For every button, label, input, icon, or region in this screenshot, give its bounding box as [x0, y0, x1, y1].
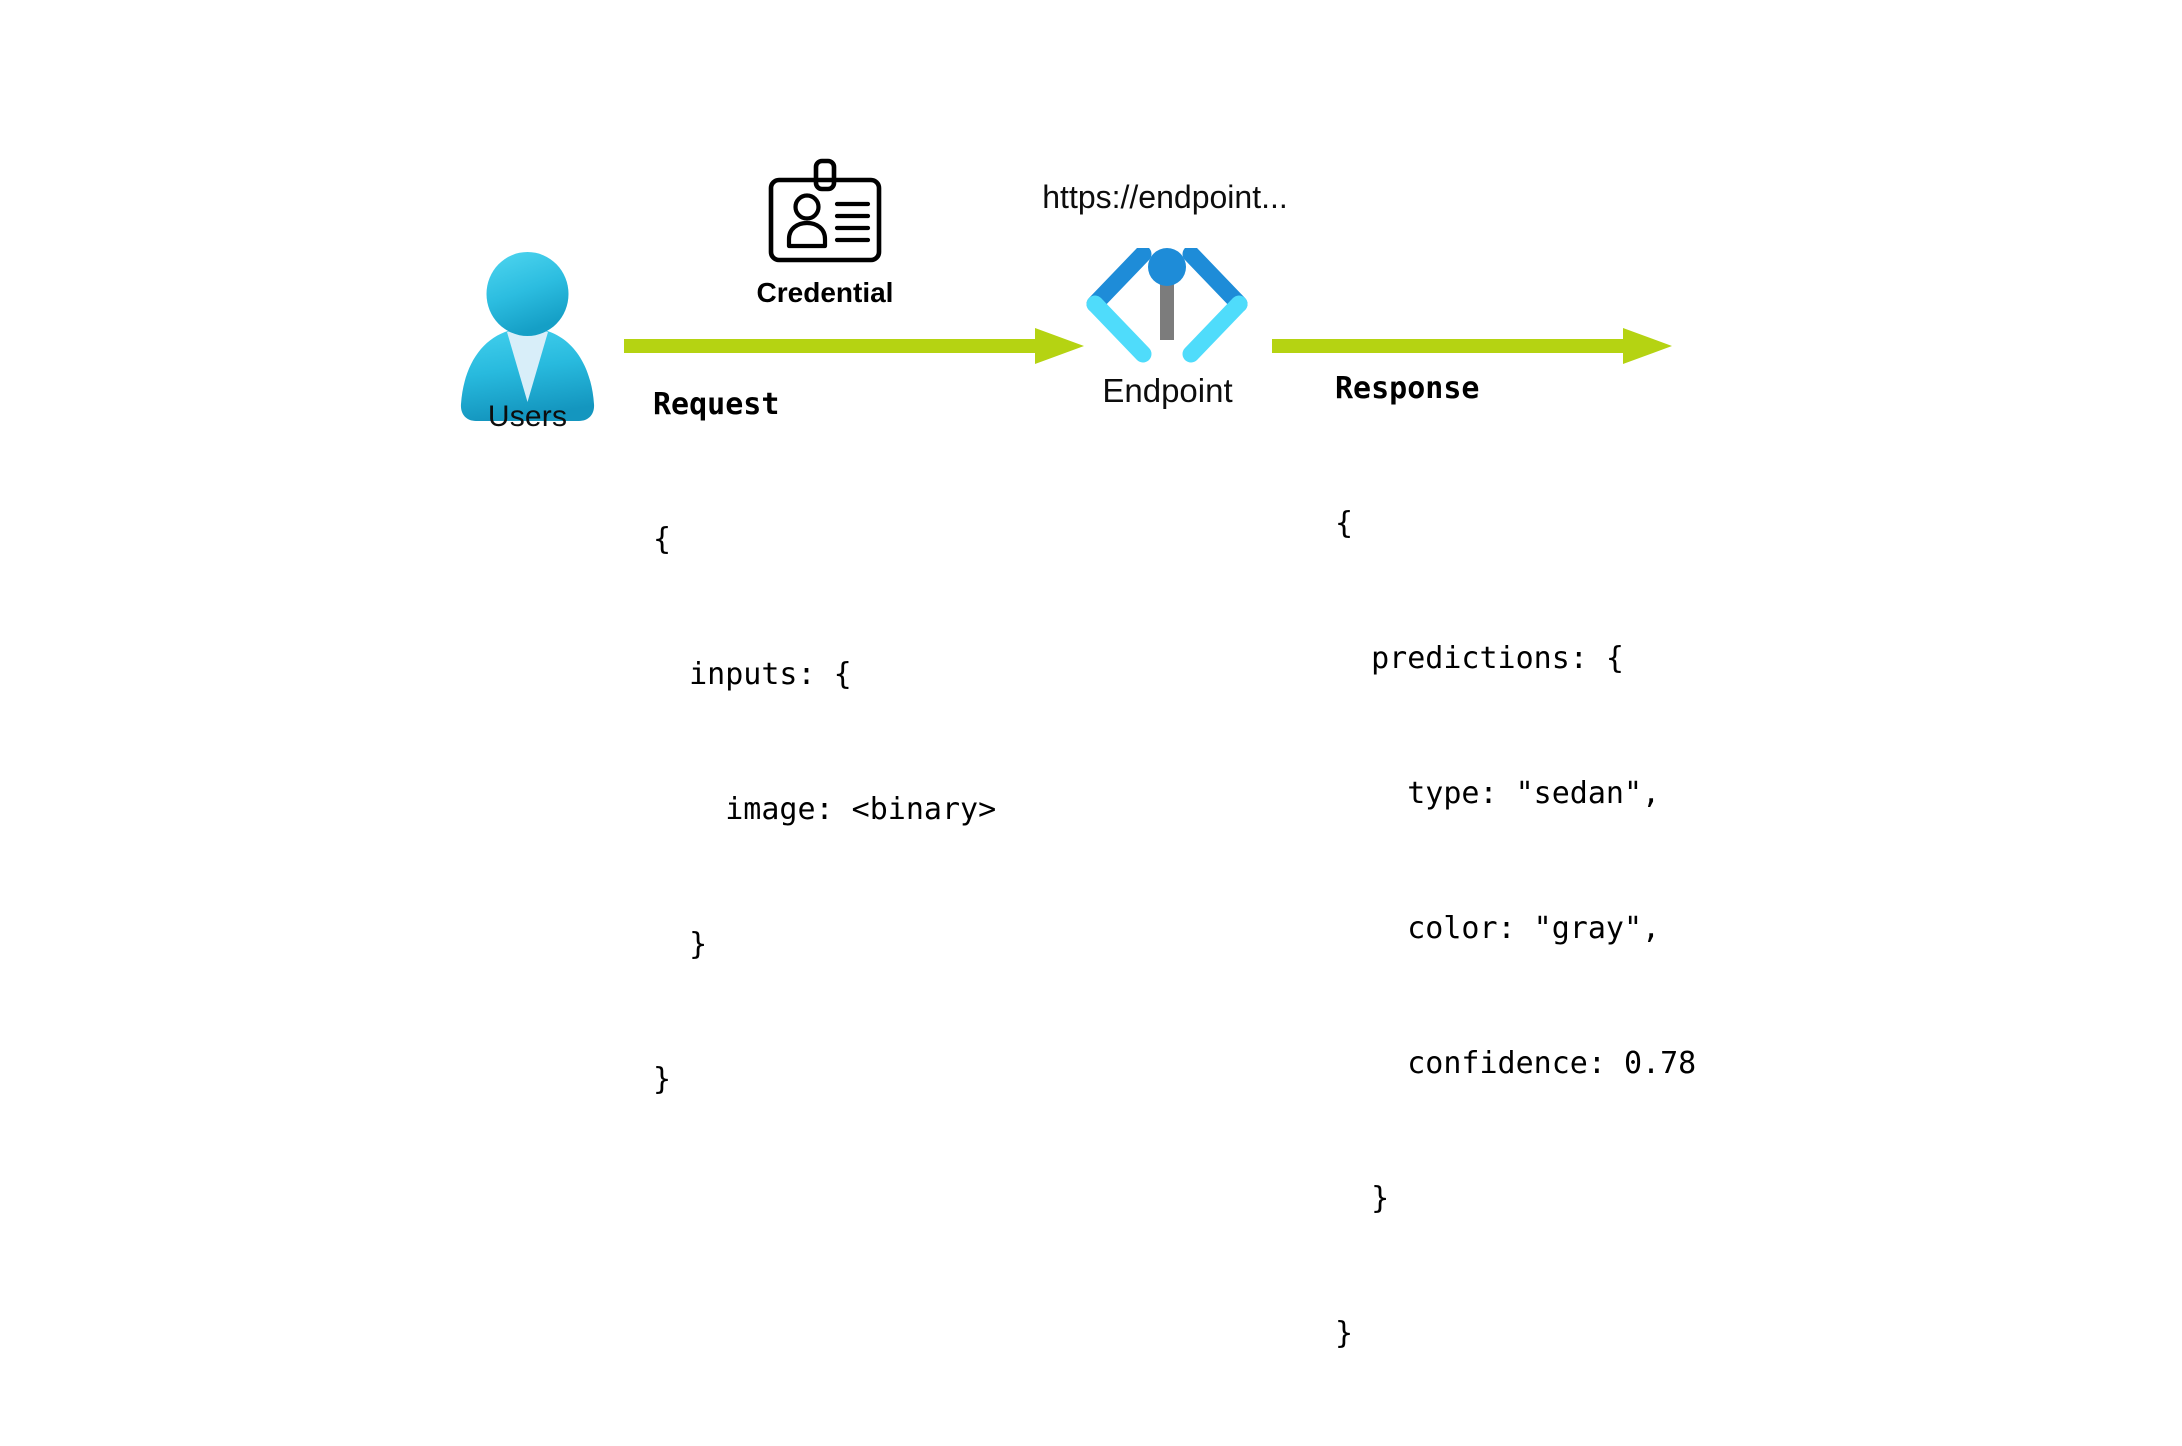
code-brackets-icon	[1082, 248, 1252, 368]
response-code-line: color: "gray",	[1335, 911, 1661, 946]
id-badge-icon	[765, 158, 885, 266]
request-code-line: {	[653, 522, 672, 557]
response-code-line: {	[1335, 506, 1354, 541]
endpoint-url-label: https://endpoint...	[1042, 179, 1288, 215]
person-icon	[455, 252, 600, 437]
response-code-line: predictions: {	[1335, 641, 1624, 676]
response-arrow	[1272, 328, 1672, 364]
endpoint-label: Endpoint	[1102, 372, 1233, 409]
response-code-line: type: "sedan",	[1335, 776, 1661, 811]
request-code-body: { inputs: { image: <binary> } }	[653, 427, 1133, 1192]
request-code-line: }	[653, 927, 708, 962]
response-code-line: }	[1335, 1181, 1390, 1216]
response-code-line: }	[1335, 1316, 1354, 1351]
request-code-line: inputs: {	[653, 657, 852, 692]
credential-label: Credential	[756, 277, 894, 308]
response-code-body: { predictions: { type: "sedan", color: "…	[1335, 411, 1855, 1446]
request-arrow	[624, 328, 1084, 364]
users-label: Users	[487, 400, 568, 433]
request-code-panel: Request { inputs: { image: <binary> } }	[653, 382, 1133, 1192]
request-title: Request	[653, 387, 780, 422]
request-code-line: }	[653, 1062, 672, 1097]
response-code-line: confidence: 0.78	[1335, 1046, 1697, 1081]
diagram-canvas: Users Credential	[455, 158, 1696, 1351]
request-code-line: image: <binary>	[653, 792, 997, 827]
response-title: Response	[1335, 371, 1480, 406]
response-code-panel: Response { predictions: { type: "sedan",…	[1335, 366, 1855, 1446]
